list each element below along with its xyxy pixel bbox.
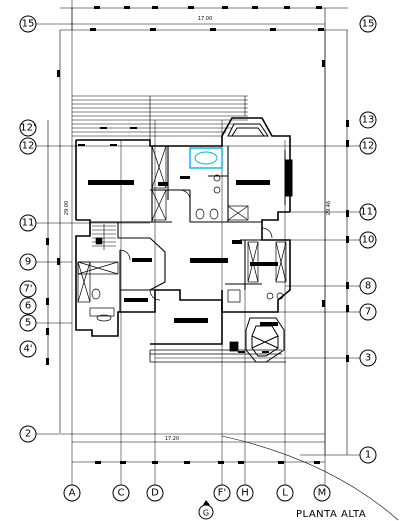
axis-bubble-left-15: 15 (19, 15, 37, 33)
axis-bubble-bottom-H: H (236, 484, 254, 502)
svg-text:4': 4' (23, 344, 32, 355)
axis-bubble-left-4p: 4' (19, 340, 37, 358)
roof-hatch (72, 95, 248, 140)
axis-bubble-bottom-L: L (276, 484, 294, 502)
bathtub (189, 147, 223, 169)
svg-text:2: 2 (25, 429, 31, 440)
axis-bubble-right-13: 13 (359, 111, 377, 129)
bottom-width-dimension: 17.20 (165, 436, 179, 442)
axis-bubble-left-6: 6 (19, 297, 37, 315)
svg-text:7: 7 (365, 307, 371, 318)
axis-bubble-left-9: 9 (19, 253, 37, 271)
svg-text:11': 11' (360, 207, 375, 218)
dimension-ticks (46, 6, 349, 464)
svg-text:A: A (69, 488, 76, 499)
axis-bubble-right-11p: 11' (359, 203, 377, 221)
axis-bubble-left-12: 12 (19, 137, 37, 155)
svg-text:1: 1 (365, 450, 371, 461)
svg-text:6: 6 (25, 301, 31, 312)
axis-bubble-right-3: 3 (359, 349, 377, 367)
svg-text:G: G (203, 509, 209, 518)
axis-bubble-right-1: 1 (359, 446, 377, 464)
north-marker: G (198, 500, 214, 520)
stair (92, 224, 116, 250)
room-labels (88, 176, 278, 326)
svg-text:13: 13 (362, 115, 375, 126)
balcony (149, 341, 286, 363)
svg-text:3: 3 (365, 353, 371, 364)
svg-text:11: 11 (22, 218, 35, 229)
plan-title: PLANTA ALTA (296, 509, 367, 520)
axis-bubble-bottom-C: C (112, 484, 130, 502)
axis-bubble-right-12: 12 (359, 137, 377, 155)
axis-bubble-left-12p: 12' (19, 119, 37, 137)
axis-bubble-left-2: 2 (19, 425, 37, 443)
svg-text:15: 15 (362, 19, 375, 30)
grid-lines (36, 0, 360, 485)
svg-text:D: D (151, 488, 159, 499)
svg-text:F': F' (218, 488, 227, 499)
axis-bubble-bottom-D: D (146, 484, 164, 502)
closets (77, 145, 287, 303)
svg-text:12: 12 (362, 141, 375, 152)
svg-text:12: 12 (22, 141, 35, 152)
svg-text:15: 15 (22, 19, 35, 30)
fixtures (89, 174, 284, 322)
right-height-dimension: 29.46 (326, 201, 332, 215)
svg-text:L: L (282, 488, 288, 499)
room-label-closet (124, 298, 148, 302)
room-label-bedroom-1 (88, 180, 134, 185)
axis-bubble-left-5: 5 (19, 314, 37, 332)
left-height-dimension: 29.00 (64, 201, 70, 215)
axis-bubble-right-8: 8 (359, 277, 377, 295)
axis-bubble-right-10: 10 (359, 231, 377, 249)
bay-window (227, 123, 293, 205)
svg-text:12': 12' (20, 123, 35, 134)
room-label-bedroom-3 (174, 318, 208, 323)
svg-text:10: 10 (362, 235, 375, 246)
room-label-hall (190, 258, 228, 263)
room-label-bedroom-2 (236, 180, 270, 185)
terrain-arc (221, 435, 399, 521)
svg-text:9: 9 (25, 257, 31, 268)
axis-bubble-right-15: 15 (359, 15, 377, 33)
svg-text:7': 7' (23, 284, 32, 295)
axis-bubble-left-7p: 7' (19, 280, 37, 298)
svg-text:H: H (241, 488, 249, 499)
axis-bubble-bottom-Fp: F' (213, 484, 231, 502)
axis-bubble-right-7: 7 (359, 303, 377, 321)
axis-bubble-bottom-A: A (63, 484, 81, 502)
room-label-dressing (250, 262, 278, 266)
dimension-frame (47, 7, 348, 463)
svg-text:5: 5 (25, 318, 31, 329)
svg-text:C: C (118, 488, 125, 499)
room-label-wc (158, 182, 168, 186)
room-label-stair (132, 258, 152, 262)
building-walls (75, 117, 291, 345)
top-width-dimension: 17.00 (198, 16, 212, 22)
axis-bubble-bottom-M: M (313, 484, 331, 502)
svg-text:8: 8 (365, 281, 371, 292)
svg-text:M: M (318, 488, 327, 499)
axis-bubble-left-11: 11 (19, 214, 37, 232)
